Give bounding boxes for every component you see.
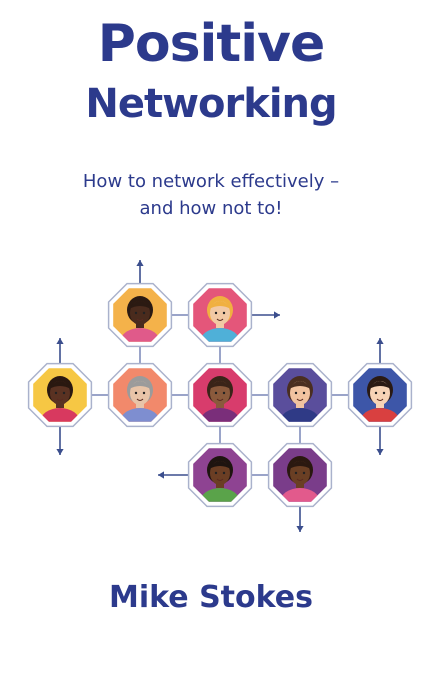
arrow-icon (376, 427, 384, 455)
person-icon (40, 376, 80, 422)
network-diagram (27, 260, 413, 532)
person-icon (120, 376, 160, 422)
title-line-1: Positive (97, 14, 325, 74)
arrow-icon (136, 260, 144, 283)
person-icon (280, 456, 320, 502)
arrow-icon (376, 338, 384, 363)
node-far-left (27, 362, 93, 428)
arrow-icon (158, 471, 188, 479)
person-icon (200, 376, 240, 422)
arrow-icon (296, 507, 304, 532)
subtitle-line-2: and how not to! (139, 198, 283, 219)
person-icon (120, 296, 160, 342)
node-top-left (107, 282, 173, 348)
author-name: Mike Stokes (109, 580, 313, 615)
title-line-2: Networking (85, 81, 337, 127)
arrow-icon (56, 427, 64, 455)
node-far-right (347, 362, 413, 428)
arrow-icon (252, 311, 280, 319)
person-icon (280, 376, 320, 422)
node-bottom-right (267, 442, 333, 508)
person-icon (200, 296, 240, 342)
people-nodes (27, 282, 413, 508)
node-bottom-left (187, 442, 253, 508)
node-right (267, 362, 333, 428)
arrow-icon (56, 338, 64, 363)
subtitle: How to network effectively – and how not… (0, 168, 422, 222)
arrows (56, 260, 384, 532)
subtitle-line-1: How to network effectively – (82, 171, 340, 192)
person-icon (360, 376, 400, 422)
person-icon (200, 456, 240, 502)
node-left (107, 362, 173, 428)
node-center (187, 362, 253, 428)
node-top-right (187, 282, 253, 348)
